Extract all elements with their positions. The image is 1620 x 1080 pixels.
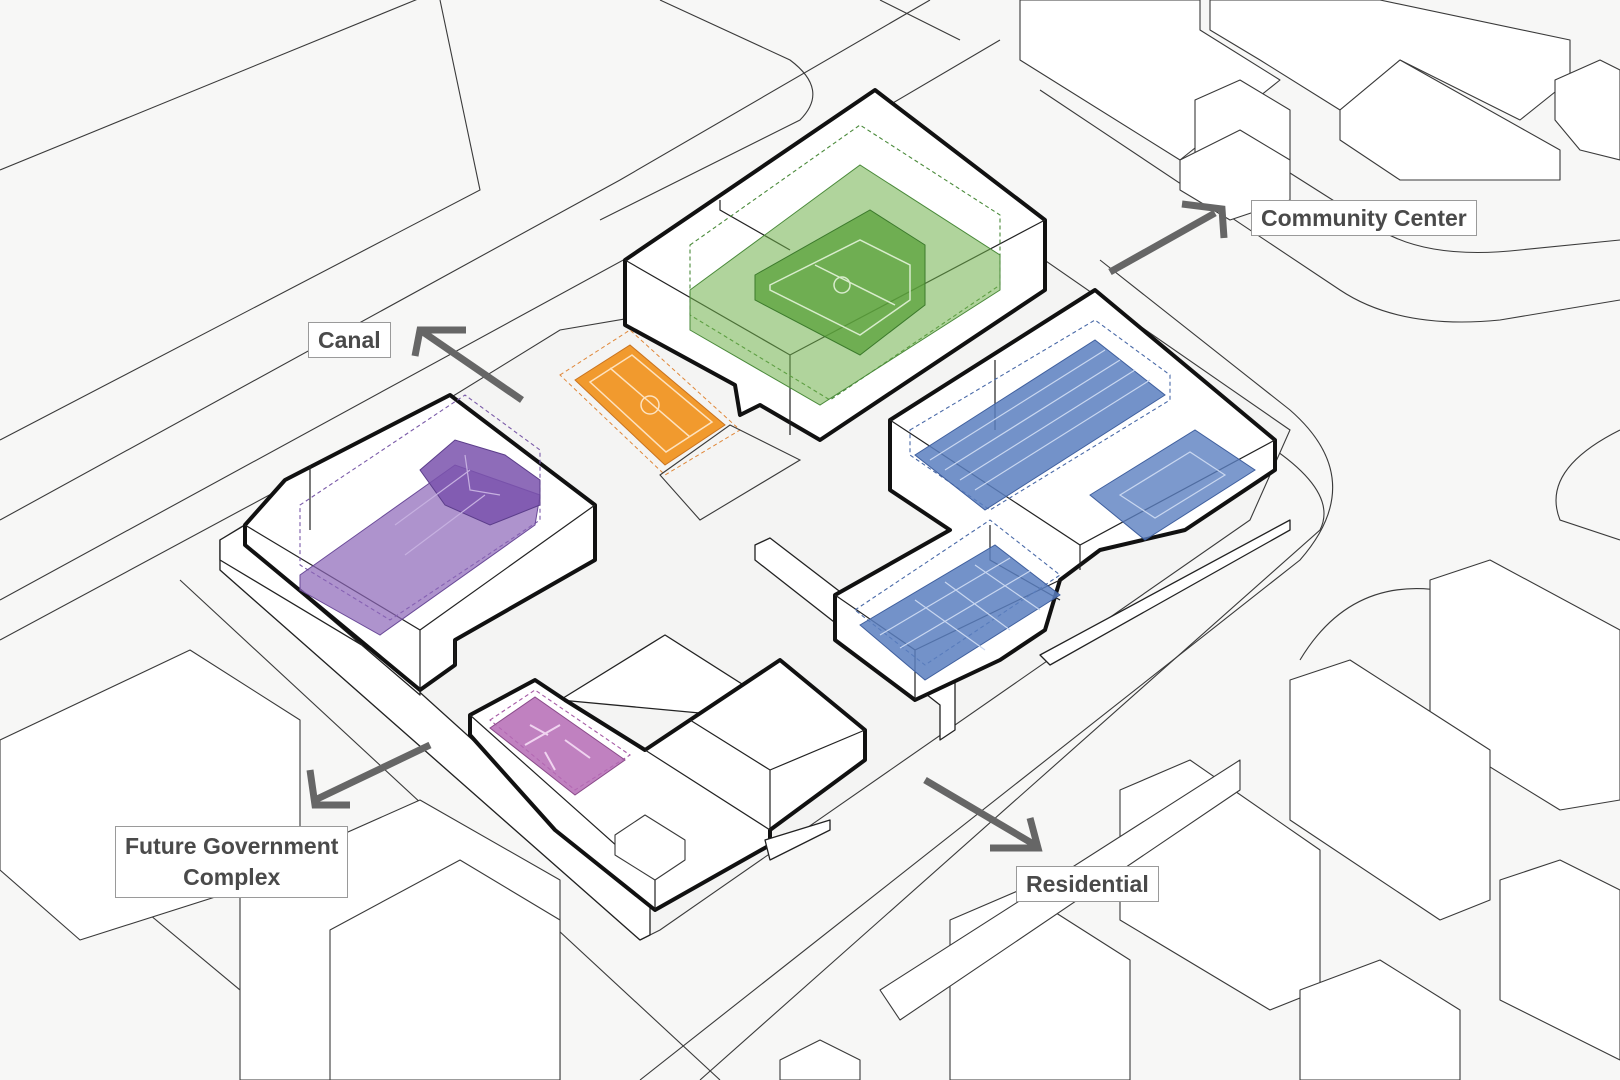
label-future-government: Future Government Complex — [115, 826, 349, 898]
south-magenta-building — [468, 634, 867, 912]
arrow-community-center — [1108, 200, 1228, 276]
label-residential: Residential — [1016, 866, 1159, 902]
orange-outdoor-court — [559, 329, 802, 521]
label-canal: Canal — [308, 322, 391, 358]
west-purple-building — [219, 393, 597, 696]
sports-hall-building — [623, 88, 1047, 442]
community-center-buildings — [1019, 0, 1620, 221]
east-blue-building — [754, 288, 1291, 741]
arrow-future-government — [306, 741, 432, 809]
arrow-residential — [923, 776, 1043, 852]
label-community-center: Community Center — [1251, 200, 1477, 236]
arrow-canal — [411, 326, 524, 403]
